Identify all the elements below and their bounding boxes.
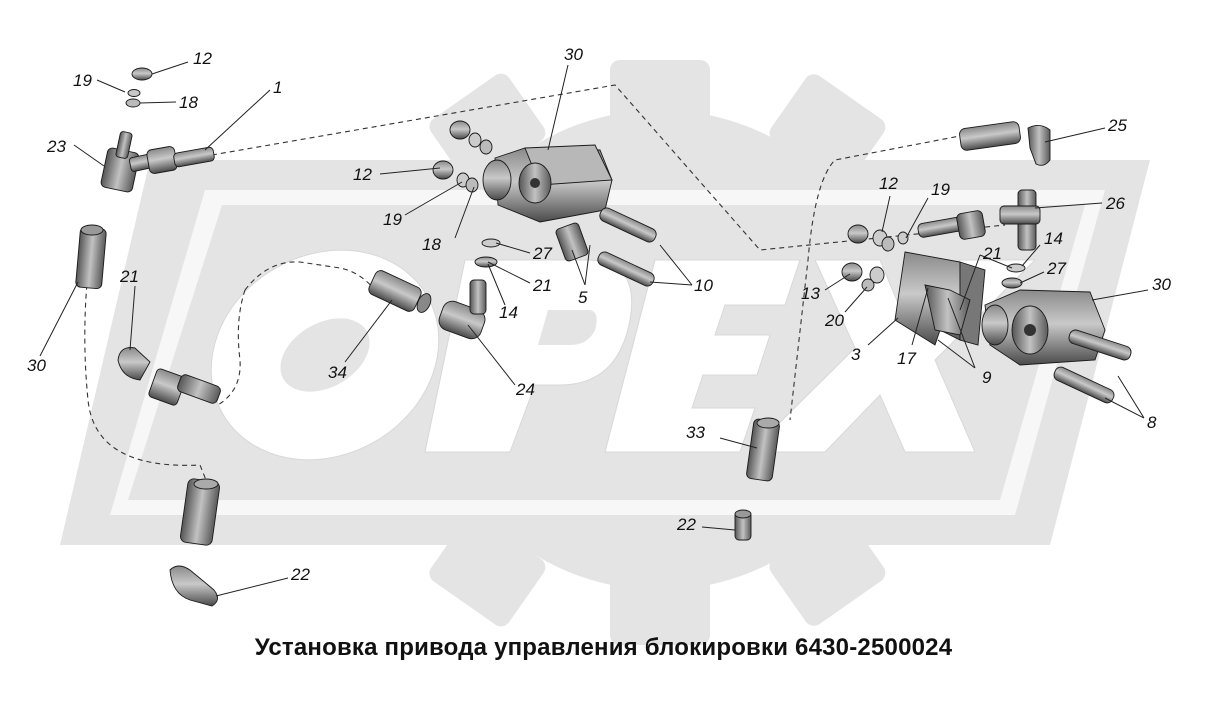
fitting-25 <box>959 121 1051 166</box>
diagram-caption: Установка привода управления блокировки … <box>254 634 953 661</box>
valve-block-30-right <box>981 289 1106 366</box>
callout-12-b: 12 <box>353 165 372 184</box>
washer-12 <box>131 67 153 81</box>
callout-17: 17 <box>897 349 916 368</box>
callout-33-a: 30 <box>27 356 46 375</box>
tee-26 <box>999 189 1041 251</box>
callout-30-a: 30 <box>564 45 583 64</box>
callout-19-a: 19 <box>73 71 92 90</box>
callout-21-b: 21 <box>982 244 1002 263</box>
connector-bottom-left <box>180 478 220 546</box>
connector-33-right <box>746 417 780 482</box>
callout-26: 26 <box>1105 194 1125 213</box>
callout-10: 10 <box>694 276 713 295</box>
callout-22-a: 21 <box>119 267 139 286</box>
callout-25: 25 <box>1107 116 1127 135</box>
fitting-1 <box>146 146 215 174</box>
washer-cluster-top <box>432 120 501 268</box>
callout-34: 34 <box>328 363 347 382</box>
elbow-22-bottom <box>169 565 218 607</box>
connector-33-left <box>75 224 107 290</box>
callout-14-a: 14 <box>499 303 518 322</box>
callout-13: 13 <box>801 284 820 303</box>
callout-24: 24 <box>515 380 535 399</box>
callout-3: 3 <box>851 345 861 364</box>
callout-labels: 12 19 18 1 23 30 12 19 18 27 21 14 5 10 … <box>27 45 1171 584</box>
callout-5: 5 <box>578 288 588 307</box>
pins-5-10 <box>555 207 657 287</box>
callout-18-a: 18 <box>179 93 198 112</box>
callout-19-c: 19 <box>931 180 950 199</box>
callout-19-b: 19 <box>383 210 402 229</box>
callout-23: 23 <box>46 137 66 156</box>
callout-27-a: 27 <box>532 244 552 263</box>
washer-18 <box>125 98 141 108</box>
callout-27-b: 27 <box>1046 259 1066 278</box>
callout-9: 9 <box>982 368 992 387</box>
fitting-34 <box>368 270 432 313</box>
callout-20: 20 <box>824 311 844 330</box>
elbow-22-left <box>117 347 151 381</box>
callout-22-c: 22 <box>290 565 310 584</box>
callout-18-b: 18 <box>422 235 441 254</box>
fitting-right-top <box>917 210 986 240</box>
elbow-22-center <box>734 509 752 541</box>
leader-lines <box>39 61 1149 597</box>
hex-fitting-left <box>148 368 221 406</box>
bolts-8 <box>1053 329 1132 404</box>
valve-block-30-top <box>482 144 613 223</box>
callout-30-b: 30 <box>1152 275 1171 294</box>
callout-8: 8 <box>1147 413 1157 432</box>
callout-22-b: 22 <box>676 515 696 534</box>
callout-12-a: 12 <box>193 49 212 68</box>
elbow-24 <box>438 279 487 340</box>
callout-12-c: 12 <box>879 174 898 193</box>
ring-19 <box>127 89 141 97</box>
parts <box>75 67 1132 607</box>
callout-21-a: 21 <box>532 276 552 295</box>
callout-1: 1 <box>273 78 282 97</box>
bracket-3 <box>894 251 986 346</box>
callout-14-b: 14 <box>1044 229 1063 248</box>
callout-33-b: 33 <box>686 423 705 442</box>
